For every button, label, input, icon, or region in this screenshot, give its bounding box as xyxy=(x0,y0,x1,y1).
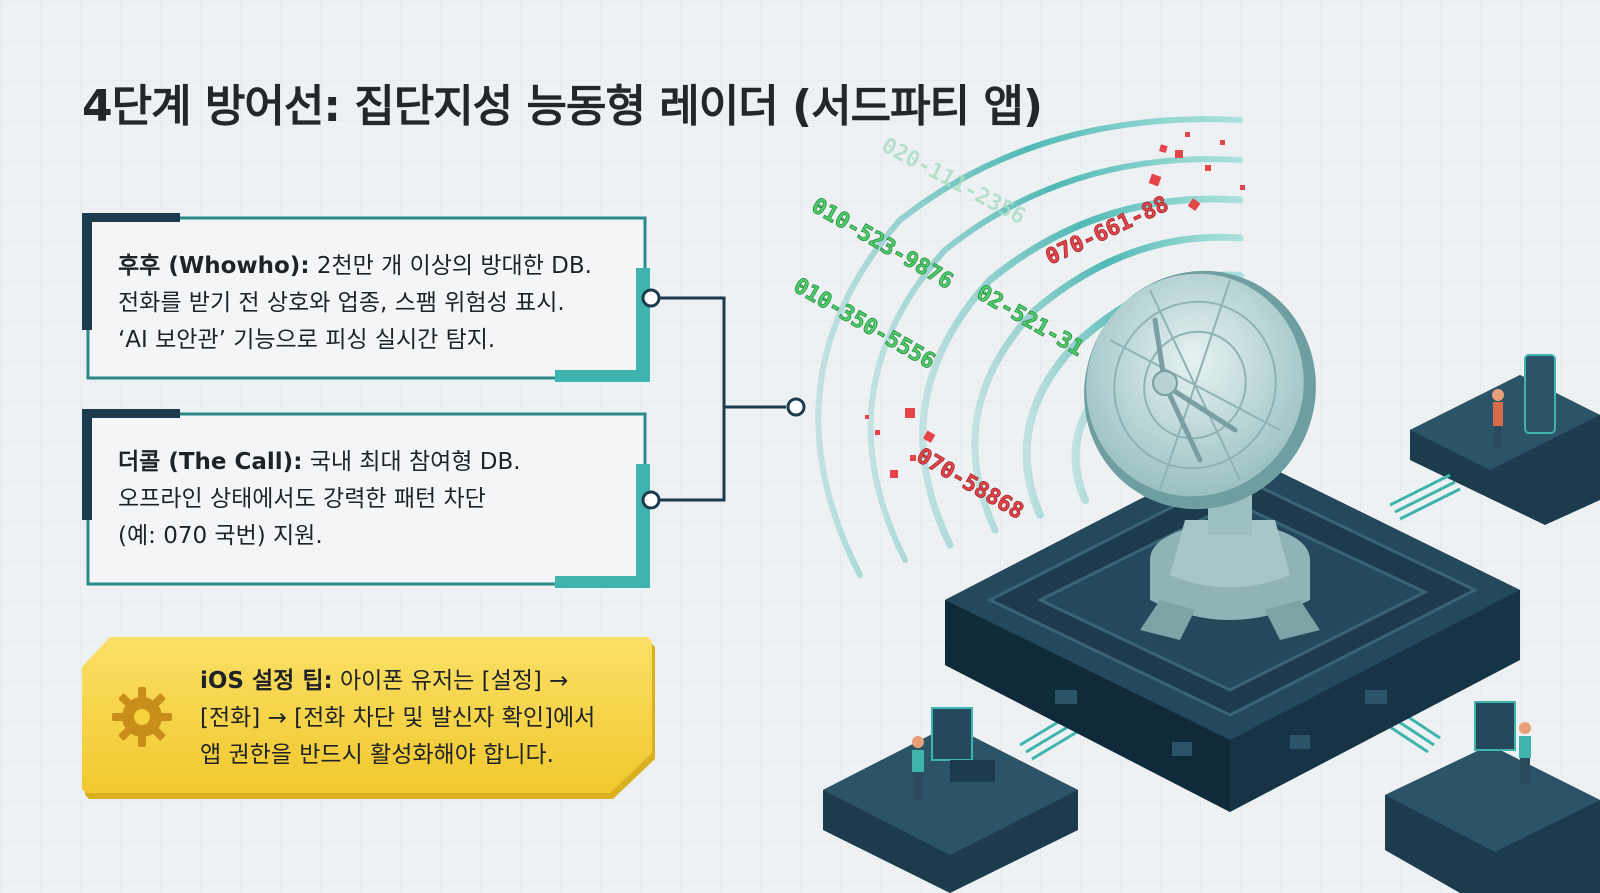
connector-node-2 xyxy=(641,490,661,510)
connector-node-1 xyxy=(641,288,661,308)
card-line: (예: 070 국번) 지원. xyxy=(118,523,323,549)
card-line: ‘AI 보안관’ 기능으로 피싱 실시간 탐지. xyxy=(118,327,496,353)
left-platform xyxy=(823,707,1078,893)
card-line: 오프라인 상태에서도 강력한 패턴 차단 xyxy=(118,486,486,512)
tip-line: [전화] → [전화 차단 및 발신자 확인]에서 xyxy=(200,705,596,731)
satellite-dish xyxy=(1084,270,1316,510)
tip-line: 아이폰 유저는 [설정] → xyxy=(332,668,569,694)
bottom-right-platform xyxy=(1385,701,1600,893)
page-title: 4단계 방어선: 집단지성 능동형 레이더 (서드파티 앱) xyxy=(82,81,1043,132)
card-heading: 후후 (Whowho): xyxy=(118,253,310,279)
connector-node-hub xyxy=(786,397,806,417)
tip-box-shape xyxy=(82,637,655,799)
card-line: 국내 최대 참여형 DB. xyxy=(302,449,521,475)
safe-number: 020-111-2356 xyxy=(877,133,1029,230)
right-platform xyxy=(1410,354,1600,525)
safe-number: 02-521-31 xyxy=(972,281,1088,362)
safe-number: 010-523-9876 xyxy=(807,194,957,295)
spam-fragments xyxy=(865,132,1245,478)
radar-waves xyxy=(815,116,1244,578)
card-line: 2천만 개 이상의 방대한 DB. xyxy=(309,253,592,279)
card-heading: 더콜 (The Call): xyxy=(118,449,303,475)
gear-icon xyxy=(112,687,172,747)
card-line: 전화를 받기 전 상호와 업종, 스팸 위험성 표시. xyxy=(118,290,565,316)
connector-lines xyxy=(652,296,786,502)
tip-line: 앱 권한을 반드시 활성화해야 합니다. xyxy=(200,742,554,768)
tip-heading: iOS 설정 팁: xyxy=(200,668,333,694)
card-frame-thecall xyxy=(82,409,650,588)
ios-tip-box: iOS 설정 팁: 아이폰 유저는 [설정] → [전화] → [전화 차단 및… xyxy=(80,635,655,800)
